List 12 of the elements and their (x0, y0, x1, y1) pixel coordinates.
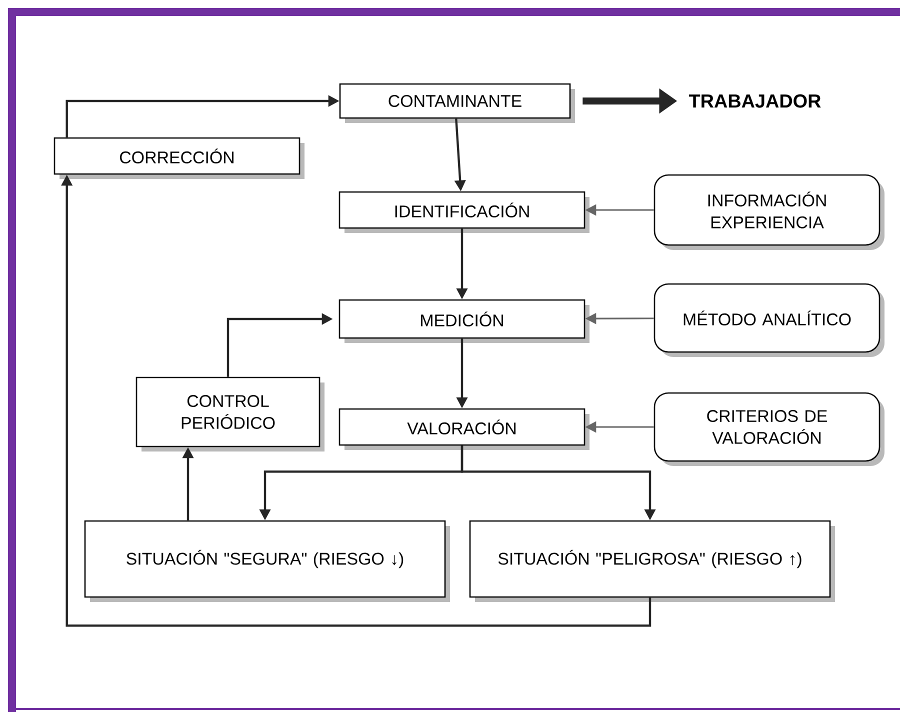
process-box: MEDICIÓN (338, 299, 590, 343)
process-box: CONTAMINANTE (339, 83, 575, 123)
process-box: IDENTIFICACIÓN (338, 191, 590, 233)
input-box: CRITERIOS DE VALORACIÓN (654, 392, 884, 466)
situation-box: SITUACIÓN "PELIGROSA" (RIESGO ↑) (469, 520, 835, 602)
input-box: INFORMACIÓN EXPERIENCIA (654, 174, 884, 250)
process-box: CONTROL PERIÓDICO (136, 376, 324, 452)
input-box: MÉTODO ANALÍTICO (654, 283, 884, 357)
process-box: CORRECCIÓN (54, 137, 304, 179)
process-box: VALORACIÓN (338, 408, 590, 450)
outcome-label: TRABAJADOR (688, 94, 821, 108)
situation-box: SITUACIÓN "SEGURA" (RIESGO ↓) (84, 520, 450, 602)
